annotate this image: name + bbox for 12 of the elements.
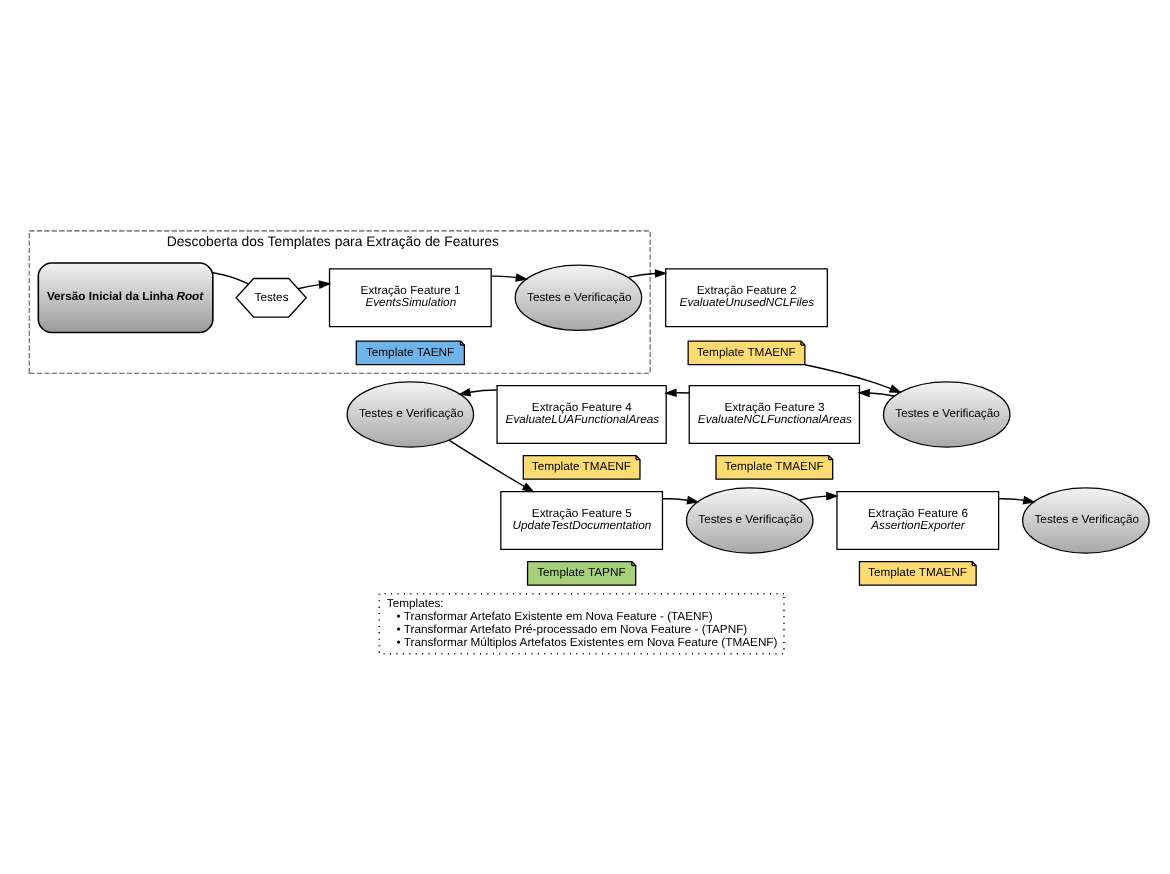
arrow (998, 494, 1036, 504)
arrow (662, 494, 700, 504)
arrow (857, 387, 895, 397)
arrow (627, 268, 668, 277)
connector (212, 271, 250, 284)
arrow (664, 387, 690, 397)
arrow (458, 386, 498, 396)
arrow (297, 279, 332, 289)
arrow (490, 272, 529, 281)
arrow (798, 490, 839, 500)
arrow (804, 363, 902, 392)
arrow (448, 438, 535, 492)
